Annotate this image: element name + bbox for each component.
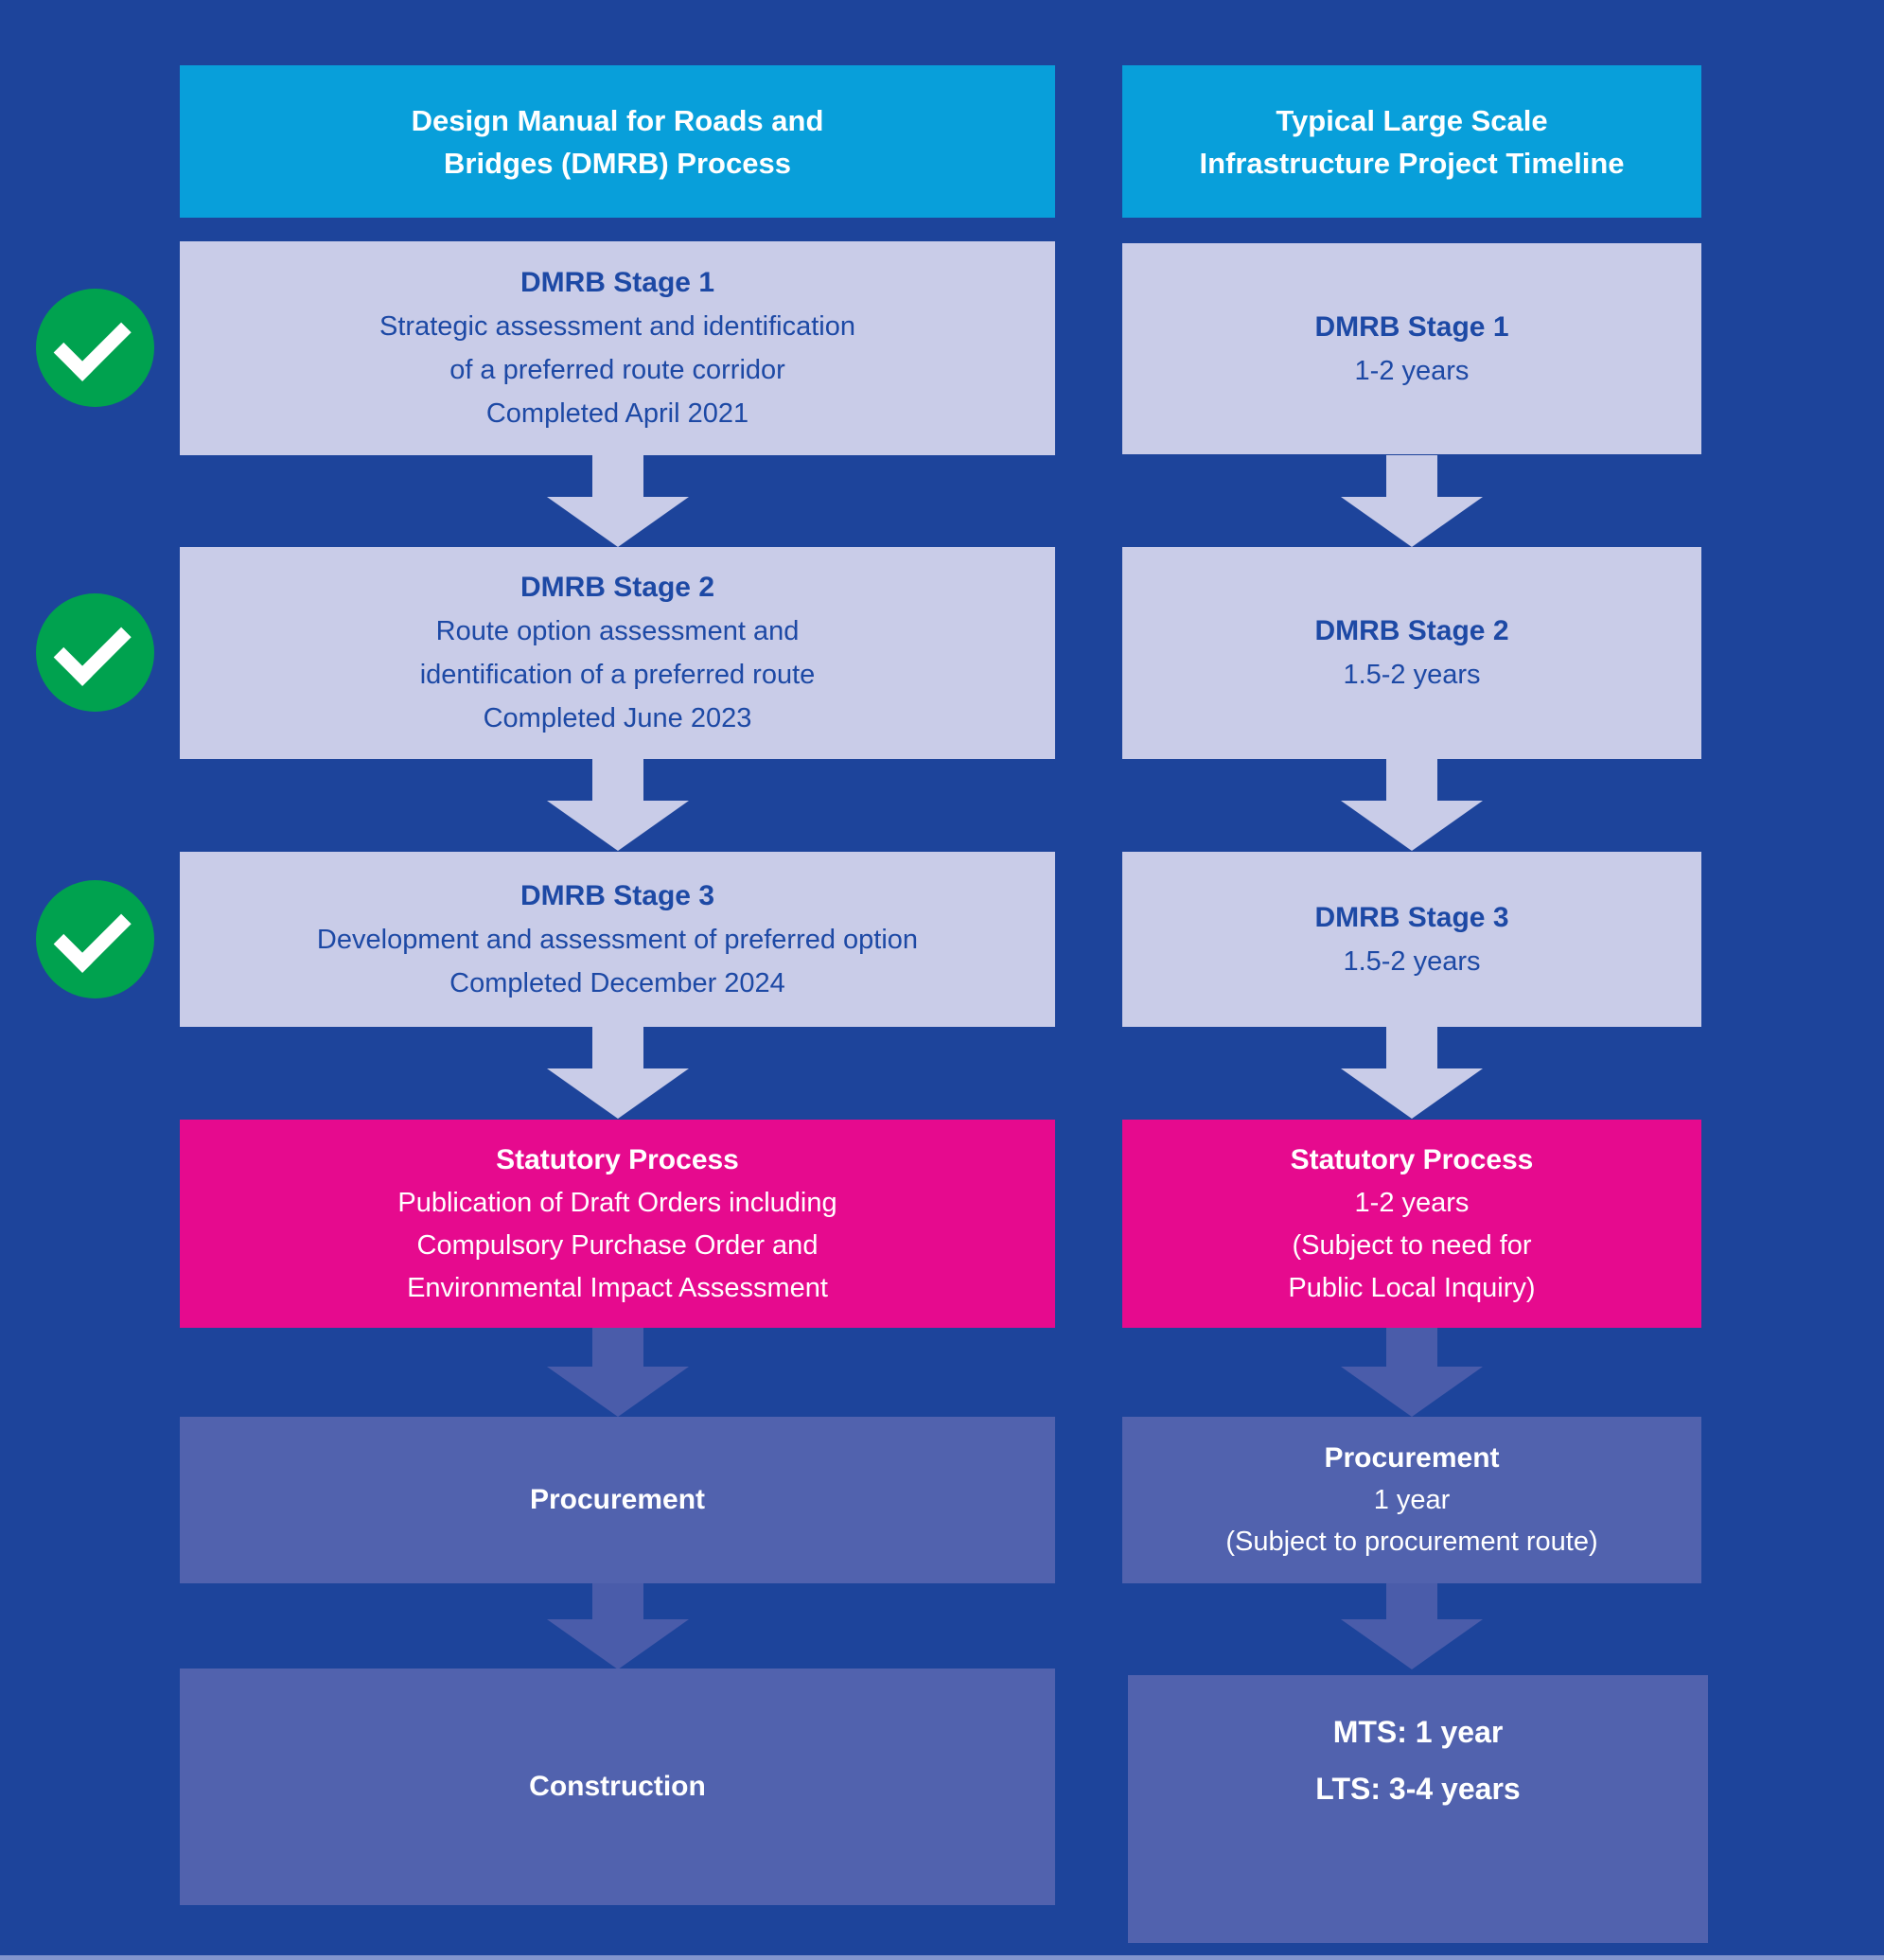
- left-construction-box: Construction: [180, 1669, 1055, 1905]
- down-arrow-icon: [1341, 759, 1483, 851]
- right-stage2-duration: 1.5-2 years: [1343, 660, 1481, 690]
- stage1-completed-check-icon: [36, 289, 154, 407]
- left-column-header: Design Manual for Roads and Bridges (DMR…: [180, 65, 1055, 218]
- right-stage3-title: DMRB Stage 3: [1314, 901, 1509, 933]
- right-stage1-duration: 1-2 years: [1354, 355, 1470, 386]
- right-stage1-box: DMRB Stage 1 1-2 years: [1122, 243, 1701, 454]
- right-stage1-title: DMRB Stage 1: [1314, 310, 1509, 343]
- down-arrow-icon: [1341, 1583, 1483, 1669]
- right-header-line2: Infrastructure Project Timeline: [1199, 146, 1625, 180]
- right-stage3-box: DMRB Stage 3 1.5-2 years: [1122, 852, 1701, 1027]
- left-stage2-title: DMRB Stage 2: [519, 572, 715, 603]
- down-arrow-icon: [547, 1328, 689, 1417]
- right-stage3-duration: 1.5-2 years: [1343, 945, 1481, 977]
- right-statutory-title: Statutory Process: [1290, 1143, 1534, 1175]
- left-stage1-status: Completed April 2021: [485, 398, 749, 429]
- check-tick-icon: [53, 894, 132, 973]
- left-statutory-body3: Environmental Impact Assessment: [407, 1272, 828, 1303]
- right-procurement-duration: 1 year: [1373, 1485, 1451, 1515]
- down-arrow-icon: [547, 1583, 689, 1669]
- left-stage3-title: DMRB Stage 3: [519, 879, 715, 911]
- left-stage1-body2: of a preferred route corridor: [449, 355, 785, 385]
- right-column-header: Typical Large Scale Infrastructure Proje…: [1122, 65, 1701, 218]
- down-arrow-icon: [547, 455, 689, 547]
- left-stage1-box: DMRB Stage 1 Strategic assessment and id…: [180, 241, 1055, 455]
- stage2-completed-check-icon: [36, 593, 154, 712]
- right-statutory-process-box: Statutory Process 1-2 years (Subject to …: [1122, 1120, 1701, 1328]
- right-timescales-box: MTS: 1 year LTS: 3-4 years: [1128, 1675, 1708, 1943]
- left-header-line2: Bridges (DMRB) Process: [444, 146, 791, 180]
- left-statutory-process-box: Statutory Process Publication of Draft O…: [180, 1120, 1055, 1328]
- right-statutory-note1: (Subject to need for: [1292, 1229, 1532, 1261]
- left-procurement-title: Procurement: [529, 1484, 706, 1515]
- left-stage2-body1: Route option assessment and: [435, 616, 800, 646]
- left-stage1-title: DMRB Stage 1: [519, 267, 715, 298]
- left-statutory-body1: Publication of Draft Orders including: [397, 1187, 837, 1218]
- left-stage2-box: DMRB Stage 2 Route option assessment and…: [180, 547, 1055, 759]
- left-stage3-body1: Development and assessment of preferred …: [316, 924, 919, 955]
- right-statutory-note2: Public Local Inquiry): [1288, 1272, 1536, 1303]
- stage3-completed-check-icon: [36, 880, 154, 998]
- left-header-line1: Design Manual for Roads and: [411, 103, 824, 137]
- left-stage2-status: Completed June 2023: [483, 703, 752, 733]
- right-statutory-duration: 1-2 years: [1354, 1187, 1470, 1218]
- down-arrow-icon: [1341, 1328, 1483, 1417]
- right-stage2-title: DMRB Stage 2: [1314, 615, 1509, 646]
- left-stage1-body1: Strategic assessment and identification: [379, 311, 855, 342]
- lts-duration: LTS: 3-4 years: [1315, 1772, 1521, 1806]
- left-statutory-title: Statutory Process: [496, 1143, 739, 1175]
- right-procurement-note: (Subject to procurement route): [1225, 1527, 1598, 1557]
- right-header-line1: Typical Large Scale: [1276, 103, 1548, 137]
- right-procurement-box: Procurement 1 year (Subject to procureme…: [1122, 1417, 1701, 1583]
- down-arrow-icon: [1341, 1027, 1483, 1119]
- mts-duration: MTS: 1 year: [1332, 1715, 1504, 1749]
- left-stage3-status: Completed December 2024: [449, 967, 785, 998]
- check-tick-icon: [53, 608, 132, 686]
- down-arrow-icon: [547, 1027, 689, 1119]
- left-stage2-body2: identification of a preferred route: [419, 660, 816, 690]
- check-tick-icon: [53, 303, 132, 381]
- left-procurement-box: Procurement: [180, 1417, 1055, 1583]
- left-stage3-box: DMRB Stage 3 Development and assessment …: [180, 852, 1055, 1027]
- down-arrow-icon: [1341, 455, 1483, 547]
- left-construction-title: Construction: [529, 1771, 706, 1802]
- right-procurement-title: Procurement: [1324, 1442, 1500, 1474]
- left-statutory-body2: Compulsory Purchase Order and: [416, 1229, 819, 1261]
- bottom-edge-strip: [0, 1955, 1884, 1960]
- right-stage2-box: DMRB Stage 2 1.5-2 years: [1122, 547, 1701, 759]
- down-arrow-icon: [547, 759, 689, 851]
